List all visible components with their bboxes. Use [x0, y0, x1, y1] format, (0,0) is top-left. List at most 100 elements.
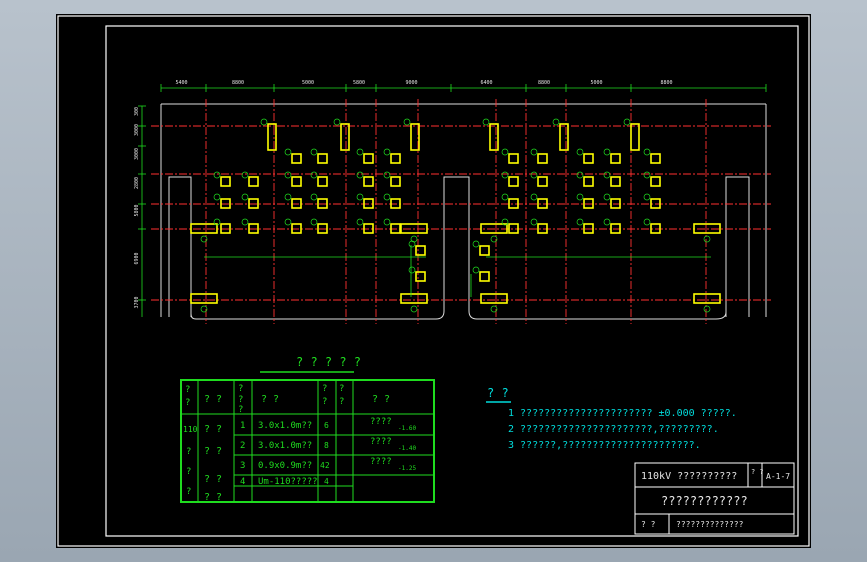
- footing-tag-circle: [408, 266, 416, 274]
- column-footing: [583, 176, 594, 187]
- footing-tag-circle: [356, 218, 364, 226]
- dim-top-label: 8800: [232, 80, 244, 86]
- footing-tag-circle: [284, 171, 292, 179]
- strip-footing: [400, 223, 428, 234]
- column-footing: [291, 198, 302, 209]
- column-footing: [390, 223, 401, 234]
- column-footing: [390, 153, 401, 164]
- dim-left-label: 300: [134, 107, 140, 116]
- footing-tag-circle: [213, 193, 221, 201]
- footing-tag-circle: [501, 148, 509, 156]
- column-footing: [317, 176, 328, 187]
- strip-footing: [480, 223, 508, 234]
- strip-footing: [190, 293, 218, 304]
- column-footing: [508, 198, 519, 209]
- footing-tag-circle: [482, 118, 490, 126]
- footing-tag-circle: [576, 193, 584, 201]
- footing-tag-circle: [703, 305, 711, 313]
- footing-tag-circle: [241, 171, 249, 179]
- footing-tag-circle: [603, 148, 611, 156]
- legend-title: ? ? ? ? ?: [296, 355, 361, 369]
- footing-tag-circle: [643, 193, 651, 201]
- footing-tag-circle: [410, 305, 418, 313]
- column-footing: [291, 223, 302, 234]
- footing-tag-circle: [383, 148, 391, 156]
- building-outline: [160, 103, 767, 320]
- table-header-cell: ? ?: [372, 394, 390, 405]
- footing-tag-circle: [383, 193, 391, 201]
- strip-footing: [693, 293, 721, 304]
- column-footing: [650, 153, 661, 164]
- table-row-elev: -1.25: [398, 465, 416, 472]
- column-footing: [220, 198, 231, 209]
- column-footing: [650, 176, 661, 187]
- footing-tag-circle: [643, 218, 651, 226]
- column-footing: [583, 198, 594, 209]
- footing-tag-circle: [603, 193, 611, 201]
- footing-tag-circle: [200, 235, 208, 243]
- footing-tag-circle: [603, 218, 611, 226]
- dim-top-label: 9000: [406, 80, 418, 86]
- footing-tag-circle: [552, 118, 560, 126]
- footing-tag-circle: [310, 148, 318, 156]
- footing-tag-circle: [356, 148, 364, 156]
- table-row-elev-label: ????: [370, 437, 392, 447]
- table-header-cell: ?: [322, 397, 327, 407]
- footing-tag-circle: [576, 171, 584, 179]
- column-footing: [415, 271, 426, 282]
- title-block-project: 110kV ??????????: [641, 471, 737, 482]
- dim-top-label: 8800: [661, 80, 673, 86]
- column-footing: [291, 153, 302, 164]
- column-footing: [508, 153, 519, 164]
- footing-tag-circle: [241, 193, 249, 201]
- column-footing-tall: [410, 123, 420, 151]
- column-footing: [317, 223, 328, 234]
- legend-table: [180, 379, 435, 503]
- column-footing: [650, 198, 661, 209]
- table-header-cell: ?: [238, 405, 243, 415]
- column-footing: [291, 176, 302, 187]
- table-header-cell: ?: [322, 384, 327, 394]
- table-left-cell: ?: [186, 447, 191, 457]
- inner-frame: [105, 25, 799, 537]
- note-line-2: 2 ??????????????????????,?????????.: [508, 424, 719, 435]
- table-col2-cell: ? ?: [204, 492, 222, 503]
- title-block-code: A-1-7: [766, 472, 790, 481]
- table-row-elev: -1.40: [398, 445, 416, 452]
- footing-tag-circle: [284, 193, 292, 201]
- table-header-cell: ?: [238, 384, 243, 394]
- table-row-size: 0.9x0.9m??: [258, 461, 312, 471]
- footing-tag-circle: [383, 218, 391, 226]
- column-footing: [248, 198, 259, 209]
- column-footing: [508, 223, 519, 234]
- footing-tag-circle: [310, 171, 318, 179]
- column-footing: [583, 223, 594, 234]
- footing-tag-circle: [530, 218, 538, 226]
- column-footing: [363, 223, 374, 234]
- dim-top-label: 5800: [353, 80, 365, 86]
- title-block: [634, 462, 795, 535]
- footing-tag-circle: [501, 171, 509, 179]
- table-left-cell: ?: [186, 487, 191, 497]
- title-block-drawing-title: ????????????: [661, 494, 748, 508]
- column-footing: [363, 198, 374, 209]
- notes-title: ? ?: [487, 386, 509, 400]
- footing-tag-circle: [284, 218, 292, 226]
- footing-tag-circle: [576, 148, 584, 156]
- footing-tag-circle: [200, 305, 208, 313]
- outer-frame: [57, 15, 810, 547]
- note-line-1: 1 ?????????????????????? ±0.000 ?????.: [508, 408, 737, 419]
- column-footing: [317, 153, 328, 164]
- column-footing: [363, 176, 374, 187]
- footing-tag-circle: [501, 193, 509, 201]
- footing-tag-circle: [472, 240, 480, 248]
- table-col2-cell: ? ?: [204, 446, 222, 457]
- strip-footing: [480, 293, 508, 304]
- table-header-cell: ?: [238, 395, 243, 405]
- table-row-size: 3.0x1.0m??: [258, 421, 312, 431]
- column-footing: [537, 176, 548, 187]
- table-left-cell: 110: [183, 425, 198, 434]
